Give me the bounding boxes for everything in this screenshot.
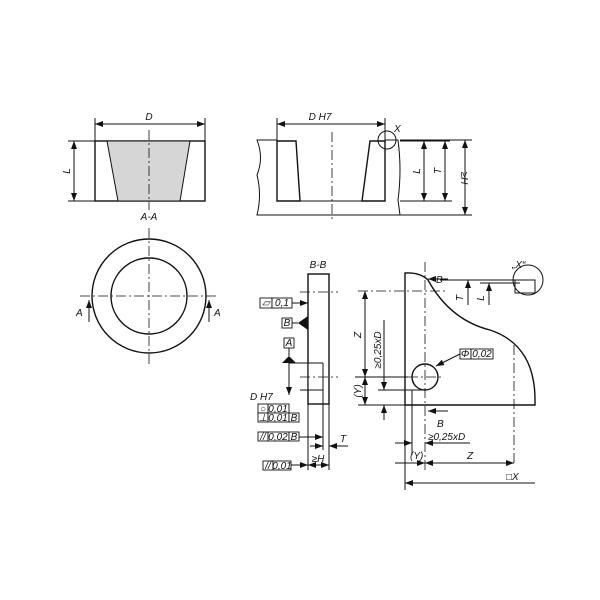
section-mark-right: A — [213, 308, 221, 319]
dim-l-label: L — [62, 168, 73, 174]
detail-title: „X“ — [511, 260, 526, 271]
bb-title: B-B — [310, 260, 327, 271]
perpendicularity-frame: ⊥ 0,01 B — [257, 412, 300, 424]
bushing-left — [276, 140, 301, 202]
detail-dim-t: T — [455, 294, 466, 301]
plate-view: B Z ≥0,25xD (Y) Φ 0,02 B ≥0,25xD (Y) Z □… — [353, 260, 544, 490]
dim-h-label: ≥H — [458, 172, 469, 185]
dim-l-label: L — [412, 168, 423, 174]
svg-text:0,02: 0,02 — [472, 349, 492, 360]
detail-x-circle — [512, 264, 544, 296]
housing-section — [256, 139, 401, 216]
svg-text://: // — [264, 461, 272, 472]
section-view-aa: D L A-A — [62, 112, 206, 223]
section-b-bottom: B — [437, 419, 444, 430]
position-frame: Φ 0,02 — [435, 348, 494, 367]
section-view-bb: B-B ▱ 0,1 B A D H7 ○ 0,01 ⊥ 0,01 B // 0,… — [250, 260, 348, 472]
bore-label: D H7 — [250, 392, 273, 403]
installed-view: D H7 X L T ≥H — [256, 112, 472, 222]
svg-text:0,01: 0,01 — [268, 404, 287, 415]
dim-y-horizontal: (Y) — [410, 451, 423, 462]
svg-text:○: ○ — [260, 404, 266, 415]
dim-t-label: T — [433, 167, 444, 174]
dim-dh7-label: D H7 — [309, 112, 332, 123]
dim-h-label: ≥H — [312, 454, 325, 465]
dim-x: □X — [506, 472, 519, 483]
section-b-top: B — [436, 275, 443, 286]
dim-y-vertical: (Y) — [353, 384, 364, 397]
flatness-frame: ▱ 0,1 — [259, 297, 308, 309]
dim-t-label: T — [340, 434, 347, 445]
parallelism-frame-2: // 0,01 — [262, 460, 308, 472]
dim-z-horizontal: Z — [466, 451, 474, 462]
datum-a: A — [285, 338, 293, 349]
section-mark-left: A — [75, 308, 83, 319]
svg-text:B: B — [291, 432, 298, 443]
svg-text:0,01: 0,01 — [268, 413, 287, 424]
datum-b: B — [284, 318, 291, 329]
dim-min-horizontal: ≥0,25xD — [428, 432, 465, 443]
svg-text:⊥: ⊥ — [259, 413, 268, 424]
svg-text://: // — [259, 432, 267, 443]
detail-x-circle — [377, 130, 397, 150]
dim-min-vertical: ≥0,25xD — [373, 331, 384, 368]
dim-d-label: D — [145, 112, 152, 123]
svg-text:0,01: 0,01 — [272, 461, 291, 472]
parallelism-frame: // 0,02 B — [257, 431, 323, 443]
section-label: A-A — [140, 212, 158, 223]
detail-x-label: X — [393, 124, 401, 135]
top-view: A A — [75, 228, 221, 364]
svg-text:Φ: Φ — [461, 349, 469, 360]
svg-text:0,02: 0,02 — [268, 432, 288, 443]
svg-text:B: B — [291, 413, 298, 424]
svg-text:▱: ▱ — [262, 298, 271, 309]
detail-dim-l: L — [476, 295, 487, 301]
bushing-right — [361, 140, 386, 202]
dim-z-vertical: Z — [353, 331, 364, 339]
tapered-bore — [106, 140, 191, 202]
plate-outline — [404, 272, 536, 406]
svg-text:0,1: 0,1 — [275, 298, 289, 309]
